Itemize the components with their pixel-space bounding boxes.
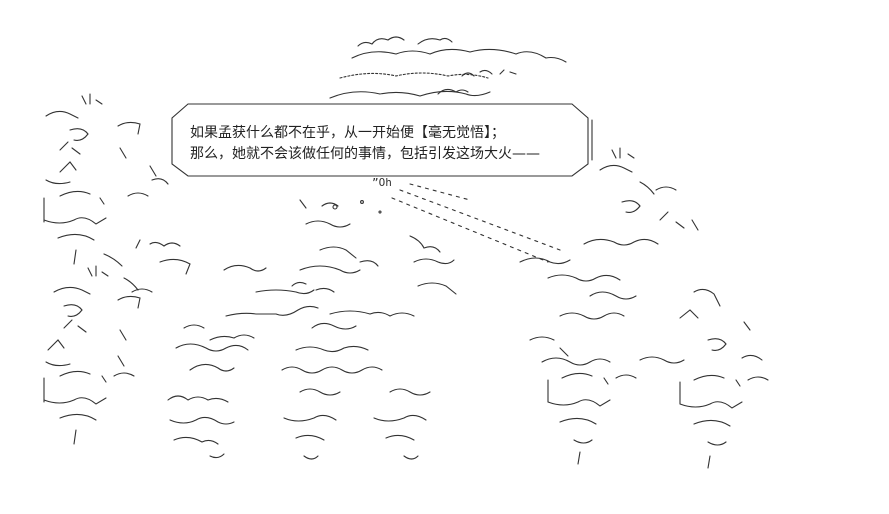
speech-bubble: 如果孟获什么都不在乎，从一开始便【毫无觉悟】； 那么，她就不会该做任何的事情，包… <box>170 104 588 176</box>
figure-right-bottom <box>529 336 769 469</box>
speech-bubble-outline <box>171 103 593 177</box>
figure-middle <box>135 239 335 459</box>
speech-line-2: 那么，她就不会该做任何的事情，包括引发这场大火—— <box>190 146 540 162</box>
spark-trail <box>391 183 561 263</box>
smoke-cloud <box>329 36 567 99</box>
figure-right-top <box>519 147 751 351</box>
sound-effect-text: ”Oh <box>372 176 392 189</box>
figure-left-bottom <box>43 265 153 445</box>
spark-dots <box>332 200 382 214</box>
figure-center <box>281 199 457 460</box>
figure-left-top <box>43 93 169 267</box>
speech-line-1: 如果孟获什么都不在乎，从一开始便【毫无觉悟】； <box>190 125 505 141</box>
